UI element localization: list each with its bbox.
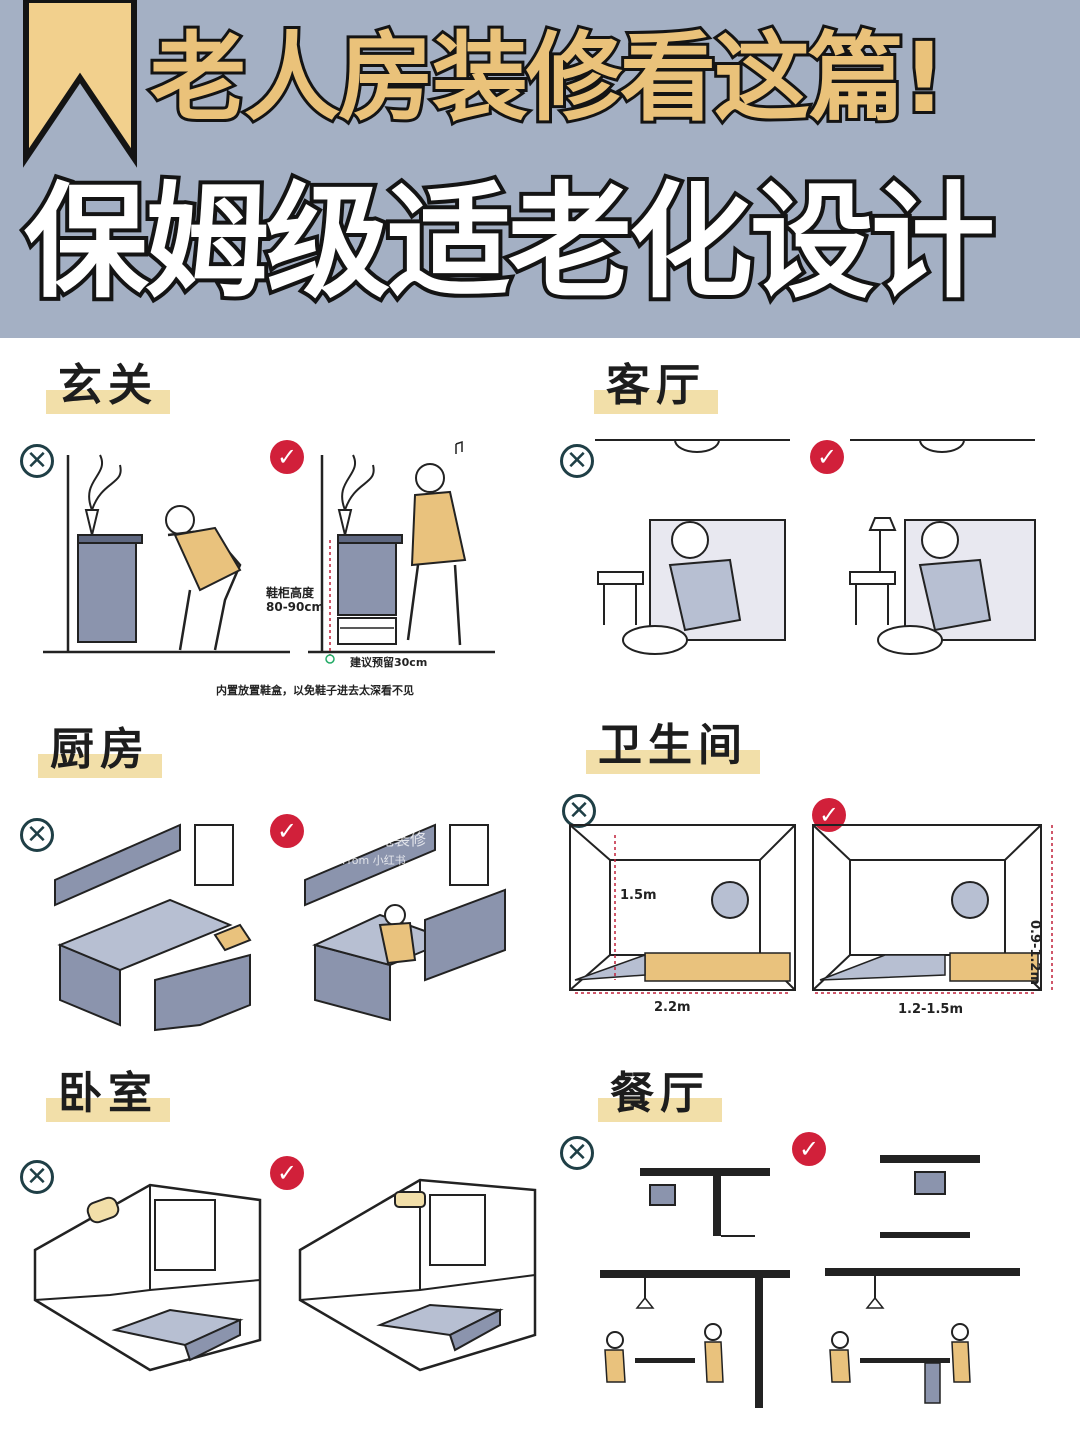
check-circle-icon: ✓ bbox=[812, 798, 846, 832]
watermark-from: From 小红书 bbox=[342, 854, 406, 867]
section-label-bedroom: 卧室 bbox=[46, 1066, 170, 1122]
check-circle-icon: ✓ bbox=[810, 440, 844, 474]
x-circle-icon: ✕ bbox=[20, 444, 54, 478]
header-banner bbox=[0, 0, 1080, 338]
x-circle-icon: ✕ bbox=[562, 794, 596, 828]
section-label-dining: 餐厅 bbox=[598, 1066, 722, 1122]
bath-height-right: 0.9-1.2m bbox=[1027, 920, 1042, 985]
x-circle-icon: ✕ bbox=[560, 1136, 594, 1170]
reserve-note: 建议预留30cm bbox=[350, 656, 428, 669]
dining-illustration bbox=[600, 1155, 1020, 1408]
page-subtitle: 保姆级适老化设计 bbox=[20, 167, 999, 319]
watermark: 土巴兔装修 bbox=[346, 830, 427, 849]
bath-height-left: 1.5m bbox=[620, 888, 657, 903]
x-circle-icon: ✕ bbox=[20, 818, 54, 852]
section-label-bathroom: 卫生间 bbox=[586, 718, 760, 774]
check-circle-icon: ✓ bbox=[792, 1132, 826, 1166]
section-label-entry: 玄关 bbox=[46, 358, 170, 414]
entry-illustration bbox=[43, 440, 495, 664]
check-circle-icon: ✓ bbox=[270, 1156, 304, 1190]
bath-width-left: 2.2m bbox=[654, 1000, 691, 1015]
cabinet-height-label: 鞋柜高度 bbox=[266, 586, 315, 600]
bathroom-illustration bbox=[569, 824, 1053, 994]
page-title: 老人房装修看这篇! bbox=[147, 19, 949, 137]
cabinet-height-value: 80-90cm bbox=[266, 600, 324, 614]
bedroom-illustration bbox=[33, 1178, 537, 1372]
entry-bottom-note: 内置放置鞋盒，以免鞋子进去太深看不见 bbox=[216, 684, 414, 697]
bookmark-icon bbox=[23, 0, 137, 168]
kitchen-illustration bbox=[54, 823, 506, 1032]
x-circle-icon: ✕ bbox=[20, 1160, 54, 1194]
living-illustration bbox=[595, 439, 1036, 655]
bath-width-right: 1.2-1.5m bbox=[898, 1002, 963, 1017]
section-label-living: 客厅 bbox=[594, 358, 718, 414]
check-circle-icon: ✓ bbox=[270, 814, 304, 848]
section-label-kitchen: 厨房 bbox=[38, 722, 162, 778]
check-circle-icon: ✓ bbox=[270, 440, 304, 474]
x-circle-icon: ✕ bbox=[560, 444, 594, 478]
